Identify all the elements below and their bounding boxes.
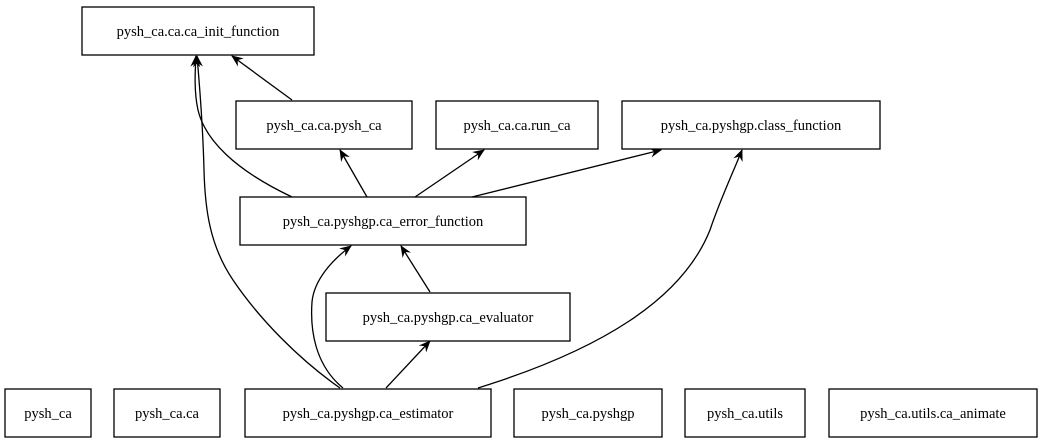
edge-evaluator-to-error-function [400, 245, 431, 293]
node-label: pysh_ca.utils [707, 406, 783, 422]
node-label: pysh_ca.pyshgp.ca_error_function [283, 214, 484, 230]
node-label: pysh_ca.pyshgp.class_function [661, 118, 842, 134]
node-label: pysh_ca [24, 406, 72, 422]
edges [190, 55, 743, 389]
edge-estimator-to-error-function [310, 245, 352, 389]
edge-error-function-to-pysh-ca [339, 149, 368, 198]
node-label: pysh_ca.pyshgp.ca_estimator [283, 406, 454, 422]
node-error-function: pysh_ca.pyshgp.ca_error_function [239, 196, 527, 246]
node-label: pysh_ca.ca.run_ca [463, 118, 571, 134]
node-estimator: pysh_ca.pyshgp.ca_estimator [244, 388, 492, 438]
node-label: pysh_ca.ca.pysh_ca [266, 118, 382, 134]
node-label: pysh_ca.pyshgp [541, 406, 634, 422]
edge-estimator-to-init-function [192, 55, 341, 389]
node-class-function: pysh_ca.pyshgp.class_function [621, 100, 881, 150]
node-pkg-pyshgp: pysh_ca.pyshgp [513, 388, 663, 438]
node-init-function: pysh_ca.ca.ca_init_function [81, 6, 315, 56]
node-pkg-pysh-ca: pysh_ca [4, 388, 92, 438]
node-label: pysh_ca.ca.ca_init_function [117, 24, 280, 40]
node-pkg-utils: pysh_ca.utils [684, 388, 806, 438]
edge-pysh-ca-to-init-function [231, 55, 293, 101]
edge-error-function-to-init-function [190, 55, 293, 198]
node-pysh-ca-module: pysh_ca.ca.pysh_ca [235, 100, 413, 150]
edge-estimator-to-class-function [477, 149, 743, 389]
node-pkg-ca: pysh_ca.ca [113, 388, 221, 438]
edge-error-function-to-class-function [471, 147, 662, 198]
edge-error-function-to-run-ca [414, 149, 485, 198]
node-label: pysh_ca.ca [135, 406, 200, 422]
node-animate: pysh_ca.utils.ca_animate [828, 388, 1038, 438]
edge-estimator-to-evaluator [385, 340, 431, 389]
node-run-ca: pysh_ca.ca.run_ca [435, 100, 599, 150]
node-label: pysh_ca.pyshgp.ca_evaluator [363, 310, 534, 326]
node-label: pysh_ca.utils.ca_animate [860, 406, 1006, 422]
node-evaluator: pysh_ca.pyshgp.ca_evaluator [325, 292, 571, 342]
